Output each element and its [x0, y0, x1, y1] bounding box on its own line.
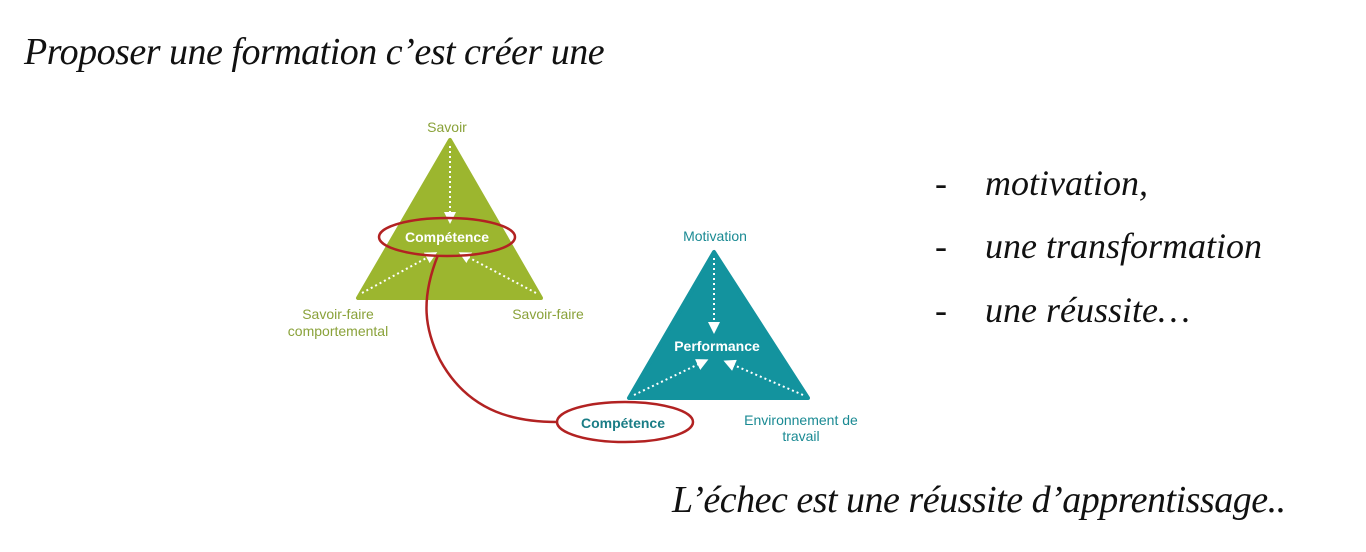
- label-competence-teal: Compétence: [581, 415, 665, 431]
- label-competence-green: Compétence: [405, 229, 489, 245]
- bullet-dash: -: [935, 226, 947, 266]
- label-line: travail: [782, 428, 819, 444]
- label-performance: Performance: [674, 338, 760, 354]
- arrow-savoir-faire-comportemental: [361, 252, 438, 294]
- slide-title: Proposer une formation c’est créer une: [24, 31, 605, 73]
- label-savoir-faire: Savoir-faire: [512, 306, 584, 322]
- closing-quote: L’échec est une réussite d’apprentissage…: [672, 479, 1286, 521]
- bullet-text: une réussite…: [985, 290, 1190, 330]
- label-line: comportemental: [288, 323, 388, 339]
- bullet-item: -une réussite…: [935, 289, 1190, 331]
- label-savoir: Savoir: [427, 119, 467, 135]
- connector-curve: [425, 254, 558, 424]
- teal-triangle: [627, 250, 810, 400]
- label-line: Savoir-faire: [302, 306, 374, 322]
- bullet-item: -une transformation: [935, 225, 1262, 267]
- bullet-dash: -: [935, 163, 947, 203]
- label-motivation: Motivation: [683, 228, 747, 244]
- label-line: Environnement de: [744, 412, 858, 428]
- bullet-text: motivation,: [985, 163, 1148, 203]
- bullet-dash: -: [935, 290, 947, 330]
- bullet-text: une transformation: [985, 226, 1263, 266]
- arrow-environnement: [723, 359, 804, 396]
- arrow-savoir-faire: [458, 252, 537, 294]
- bullet-item: -motivation,: [935, 162, 1148, 204]
- highlight-ellipse-competence-green: [377, 216, 517, 258]
